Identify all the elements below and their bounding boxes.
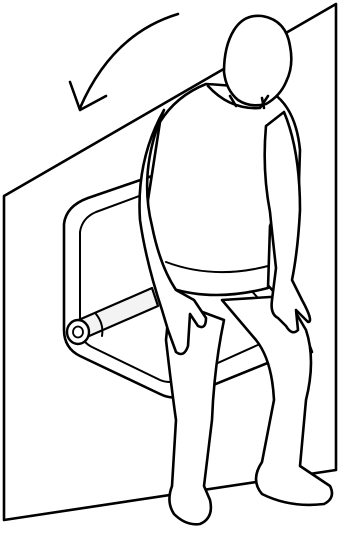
person-head — [224, 16, 291, 106]
fold-direction-arrow — [80, 14, 178, 108]
fold-direction-arrow-head — [70, 82, 106, 110]
hinge-end-cap-inner — [73, 327, 83, 338]
